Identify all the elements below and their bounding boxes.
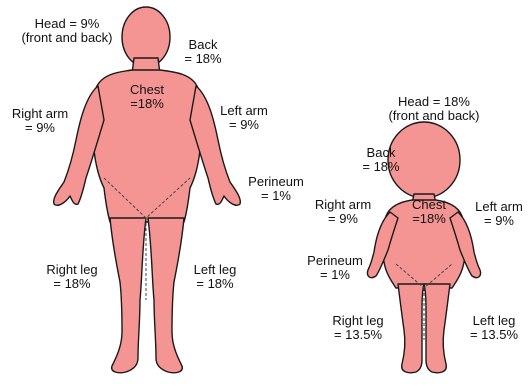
child-right-arm-label: Right arm = 9% [308,198,378,226]
child-left-leg [424,284,450,373]
adult-right-arm-label-line1: Right arm [6,107,74,121]
adult-left-arm-label: Left arm = 9% [214,104,274,132]
child-back-label: Back = 18% [354,146,408,174]
child-left-leg-label-line2: = 13.5% [460,328,528,342]
adult-right-arm-label-line2: = 9% [6,121,74,135]
adult-right-leg-label-line1: Right leg [38,263,106,277]
adult-perineum-label: Perineum = 1% [242,175,310,203]
child-perineum-label-line1: Perineum [300,254,370,268]
child-chest-label: Chest =18% [402,198,456,226]
adult-left-leg-label-line2: = 18% [182,277,248,291]
adult-head-label-line2: (front and back) [8,31,126,45]
adult-back-label-line1: Back [178,38,228,52]
adult-left-leg [148,218,184,373]
adult-right-leg-label: Right leg = 18% [38,263,106,291]
adult-chest-label-line2: =18% [120,97,174,111]
adult-head-label-line1: Head = 9% [8,17,126,31]
child-left-arm-label-line2: = 9% [468,214,530,228]
child-right-leg [398,284,424,373]
adult-left-leg-label: Left leg = 18% [182,263,248,291]
adult-chest-label: Chest =18% [120,83,174,111]
adult-right-leg-label-line2: = 18% [38,277,106,291]
adult-left-arm-label-line1: Left arm [214,104,274,118]
child-left-arm-label-line1: Left arm [468,200,530,214]
child-perineum-label-line2: = 1% [300,268,370,282]
child-right-leg-label-line2: = 13.5% [322,328,394,342]
adult-perineum-label-line2: = 1% [242,189,310,203]
adult-right-arm-label: Right arm = 9% [6,107,74,135]
adult-chest-label-line1: Chest [120,83,174,97]
adult-left-leg-label-line1: Left leg [182,263,248,277]
adult-perineum-label-line1: Perineum [242,175,310,189]
child-left-leg-label: Left leg = 13.5% [460,314,528,342]
child-right-leg-label-line1: Right leg [322,314,394,328]
child-back-label-line2: = 18% [354,160,408,174]
adult-right-arm [54,86,104,205]
child-chest-label-line2: =18% [402,212,456,226]
child-back-label-line1: Back [354,146,408,160]
child-left-arm-label: Left arm = 9% [468,200,530,228]
child-right-arm-label-line2: = 9% [308,212,378,226]
adult-right-leg [110,218,146,373]
adult-back-label-line2: = 18% [178,52,228,66]
adult-back-label: Back = 18% [178,38,228,66]
child-head-label-line2: (front and back) [372,109,496,123]
adult-left-arm-label-line2: = 9% [214,118,274,132]
child-left-leg-label-line1: Left leg [460,314,528,328]
child-right-leg-label: Right leg = 13.5% [322,314,394,342]
adult-head-label: Head = 9% (front and back) [8,17,126,45]
child-perineum-label: Perineum = 1% [300,254,370,282]
child-head-label-line1: Head = 18% [372,95,496,109]
child-head-label: Head = 18% (front and back) [372,95,496,123]
child-chest-label-line1: Chest [402,198,456,212]
child-right-arm-label-line1: Right arm [308,198,378,212]
